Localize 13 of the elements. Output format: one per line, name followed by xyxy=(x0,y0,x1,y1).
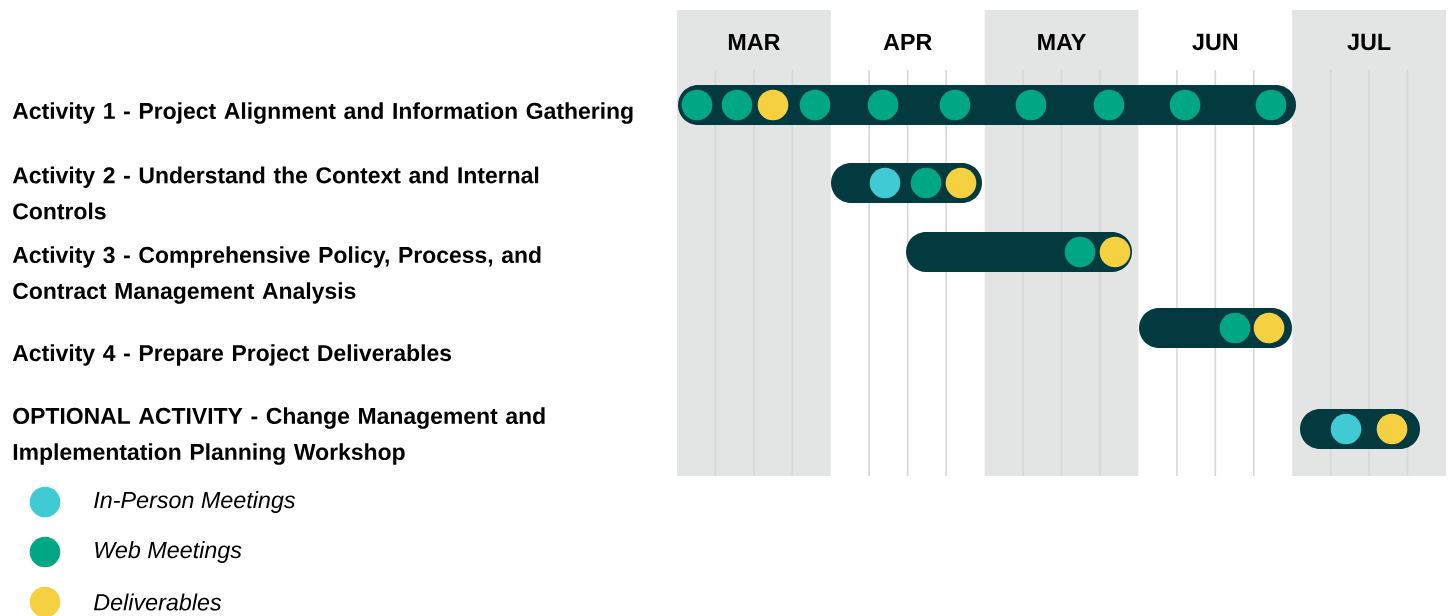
activity-label: Activity 2 - Understand the Context and Internal Controls xyxy=(12,166,539,220)
month-label: APR xyxy=(883,33,932,50)
legend-label: Web Meetings xyxy=(95,541,242,563)
activity-label: Activity 4 - Prepare Project Deliverables xyxy=(12,344,452,366)
month-label: JUL xyxy=(1347,33,1391,51)
legend-label: Deliverables xyxy=(94,593,222,611)
activity-label: Activity 3 - Comprehensive Policy, Process, and Contract Management Analysis xyxy=(12,246,541,304)
month-label: MAY xyxy=(1038,33,1086,50)
activity-label: Activity 1 - Project Alignment and Information Gathering xyxy=(12,102,633,124)
month-label: MAR xyxy=(728,33,780,50)
activity-label: OPTIONAL ACTIVITY - Change Management and Implementation Planning Workshop xyxy=(13,407,545,465)
month-label: JUN xyxy=(1192,33,1238,51)
legend-label: In-Person Meetings xyxy=(94,491,296,513)
